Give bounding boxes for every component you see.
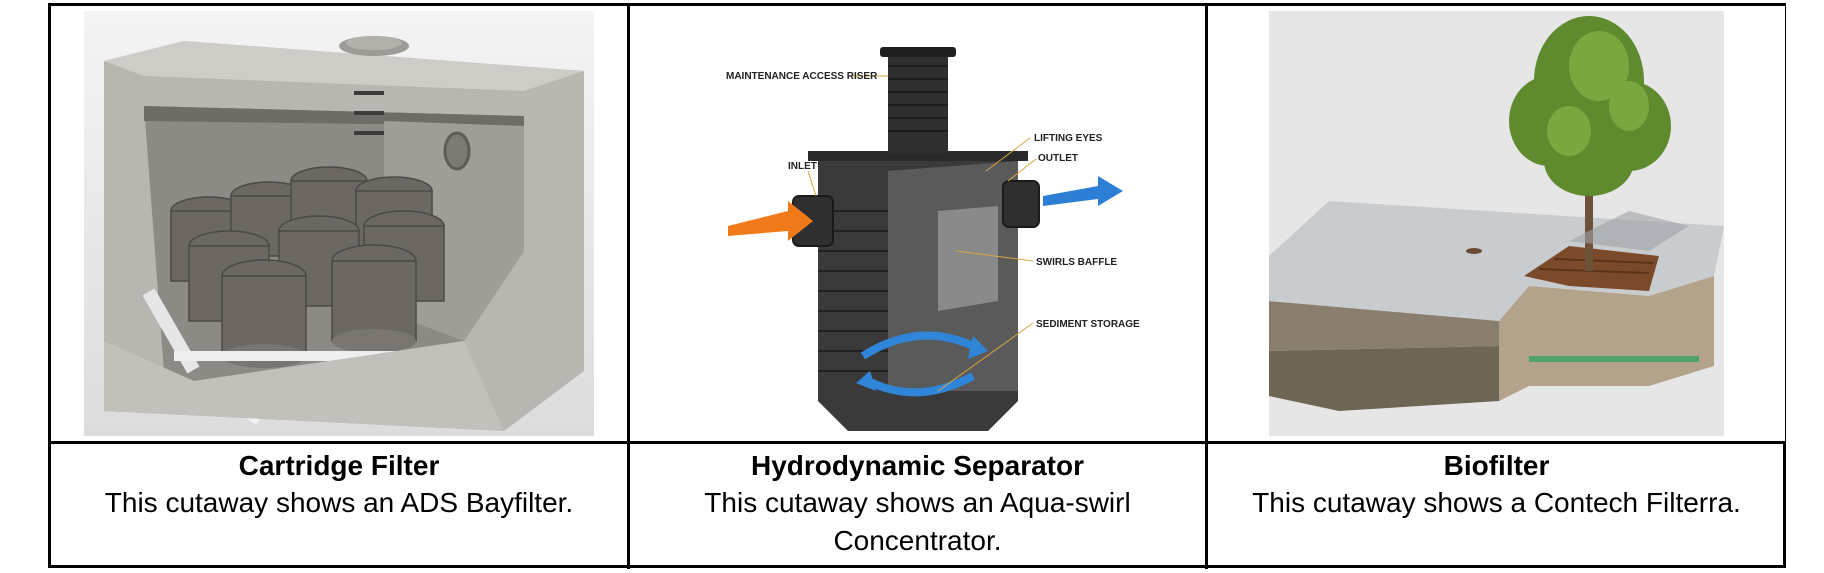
biofilter-image-cell <box>1208 6 1785 444</box>
hydrodynamic-separator-title: Hydrodynamic Separator <box>751 450 1084 481</box>
label-maintenance-access-riser: MAINTENANCE ACCESS RISER <box>726 71 878 82</box>
biofilter-illustration <box>1269 11 1724 436</box>
hydrodynamic-separator-caption-cell: Hydrodynamic Separator This cutaway show… <box>630 444 1208 569</box>
comparison-table: MAINTENANCE ACCESS RISER LIFTING EYES OU… <box>48 3 1786 569</box>
label-outlet: OUTLET <box>1038 153 1078 164</box>
cartridge-filter-caption-cell: Cartridge Filter This cutaway shows an A… <box>51 444 630 569</box>
cartridge-filter-illustration <box>84 11 594 436</box>
biofilter-caption-cell: Biofilter This cutaway shows a Contech F… <box>1208 444 1785 569</box>
label-inlet: INLET <box>788 161 817 172</box>
cartridge-filter-image-cell <box>51 6 630 444</box>
label-swirls-baffle: SWIRLS BAFFLE <box>1036 257 1117 268</box>
hydrodynamic-separator-illustration: MAINTENANCE ACCESS RISER LIFTING EYES OU… <box>637 11 1198 436</box>
biofilter-title: Biofilter <box>1443 450 1550 481</box>
hydrodynamic-separator-image-cell: MAINTENANCE ACCESS RISER LIFTING EYES OU… <box>630 6 1208 444</box>
cartridge-filter-title: Cartridge Filter <box>238 450 440 481</box>
biofilter-caption: This cutaway shows a Contech Filterra. <box>1252 487 1741 518</box>
cartridge-filter-caption: This cutaway shows an ADS Bayfilter. <box>104 487 574 518</box>
hydrodynamic-separator-caption: This cutaway shows an Aqua-swirl Concent… <box>704 487 1131 556</box>
label-sediment-storage: SEDIMENT STORAGE <box>1036 319 1140 330</box>
label-lifting-eyes: LIFTING EYES <box>1034 133 1103 144</box>
